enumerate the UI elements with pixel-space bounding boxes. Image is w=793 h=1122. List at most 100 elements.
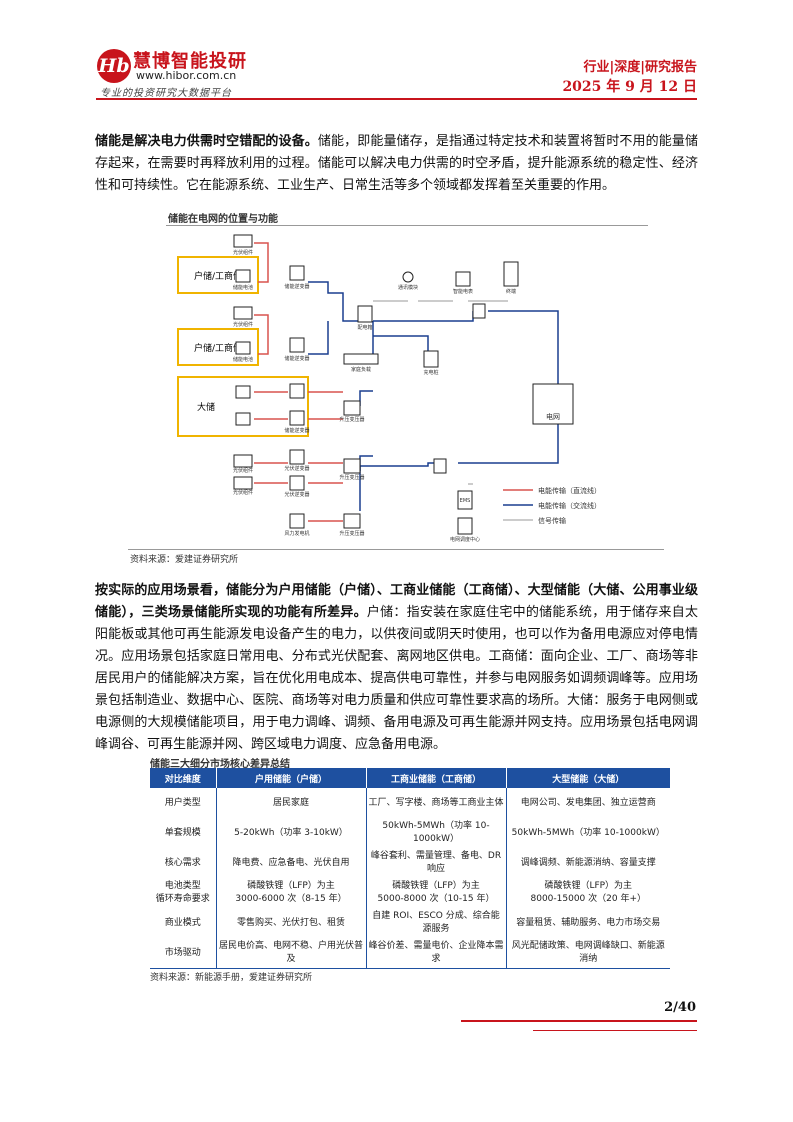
figure-title: 储能在电网的位置与功能 <box>168 214 278 225</box>
table-cell: 自建 ROI、ESCO 分成、综合能源服务 <box>366 908 507 938</box>
inverter-icon <box>289 337 305 353</box>
terminal-icon <box>503 261 519 287</box>
distribution-box-icon <box>357 305 373 323</box>
device-icons <box>233 234 574 535</box>
site-url[interactable]: www.hibor.com.cn <box>136 69 237 82</box>
paragraph-intro: 储能是解决电力供需时空错配的设备。储能，即能量储存，是指通过特定技术和装置将暂时… <box>95 131 698 197</box>
label-terminal: 终端 <box>506 288 516 295</box>
table-cell: 磷酸铁锂（LFP）为主 5000-8000 次（10-15 年） <box>366 878 507 908</box>
transformer-icon <box>343 458 361 474</box>
table-cell: 容量租赁、辅助服务、电力市场交易 <box>516 917 661 928</box>
paragraph-categories: 按实际的应用场景看，储能分为户用储能（户储）、工商业储能（工商储）、大型储能（大… <box>95 580 698 756</box>
inverter-icon <box>289 383 305 399</box>
legend-signal-label: 信号传输 <box>538 516 566 525</box>
home-load-icon <box>343 353 379 365</box>
table-cell: 居民电价高、电网不稳、户用光伏普及 <box>216 938 367 969</box>
comm-module-icon <box>402 271 414 283</box>
label-battery-2: 储能电池 <box>233 356 253 363</box>
table-header-cell: 工商业储能（工商储） <box>366 768 507 788</box>
label-smart-meter: 智能电表 <box>453 288 473 295</box>
table-row: 核心需求降电费、应急备电、光伏自用峰谷套利、需量管理、备电、DR 响应 调峰调频、… <box>150 848 670 878</box>
label-inverter-1: 储能逆变器 <box>284 283 309 290</box>
signal-lines <box>373 300 508 485</box>
table-cell: 调峰调频、新能源消纳、容量支撑 <box>520 857 656 868</box>
paragraph-intro-lead: 储能是解决电力供需时空错配的设备。 <box>95 134 318 149</box>
table-cell: 5-20kWh（功率 3-10kW） <box>216 818 367 848</box>
table-row-label: 核心需求 <box>150 848 217 878</box>
label-inverter-2: 储能逆变器 <box>284 355 309 362</box>
table-cell: 风光配储政策、电网调峰缺口、新能源消纳 <box>506 938 670 969</box>
label-wind: 风力发电机 <box>284 530 309 537</box>
table-row-label: 用户类型 <box>150 788 217 818</box>
label-transformer-3: 升压变压器 <box>339 530 364 537</box>
battery-icon <box>235 269 251 283</box>
label-distribution-box: 配电箱 <box>357 324 372 331</box>
transformer-icon <box>343 400 361 416</box>
table-cell: 电网公司、发电集团、独立运营商 <box>520 797 656 808</box>
label-comm-module: 通讯模块 <box>398 284 418 291</box>
pv-inverter-icon <box>289 475 305 491</box>
table-header-cell: 大型储能（大储） <box>506 768 670 788</box>
pv-panel-icon <box>233 234 253 248</box>
table-cell: 峰谷套利、需量管理、备电、DR 响应 <box>366 848 507 878</box>
pv-panel-icon <box>233 476 253 490</box>
table-source: 资料来源：新能源手册，爱建证券研究所 <box>150 973 313 983</box>
report-date: 2025 年 9 月 12 日 <box>562 79 697 95</box>
label-inverter-3: 储能逆变器 <box>284 427 309 434</box>
ems-icon <box>457 490 473 510</box>
table-cell: 降电费、应急备电、光伏自用 <box>216 848 367 878</box>
paragraph-intro-text: 储能，即能量储存，是指通过特定技术和装置将暂时不用的能量储存起来，在需要时再释放… <box>95 134 698 193</box>
table-cell: 50kWh-5MWh（功率 10-1000kW） <box>511 827 665 838</box>
table-cell: 工厂、写字楼、商场等工商业主体 <box>366 788 507 818</box>
paragraph-categories-lead: 按实际的应用场景看，储能分为户用储能（户储）、工商业储能（工商储）、大型储能（大… <box>95 583 698 620</box>
slogan: 专业的投资研究大数据平台 <box>100 88 232 99</box>
figure-source: 资料来源：爱建证券研究所 <box>130 555 239 565</box>
table-header-cell: 户用储能（户储） <box>216 768 367 788</box>
table-row-label: 商业模式 <box>150 908 217 938</box>
table-cell: 零售购买、光伏打包、租赁 <box>216 908 367 938</box>
logo-icon: Hb <box>97 49 131 83</box>
pv-inverter-icon <box>289 449 305 465</box>
table-cell: 峰谷价差、需量电价、企业降本需求 <box>366 938 507 969</box>
label-pv-3: 光伏组件 <box>233 467 253 474</box>
paragraph-categories-text: 户储：指安装在家庭住宅中的储能系统，用于储存来自太阳能板或其他可再生能源发电设备… <box>95 605 698 752</box>
group-label-3: 大储 <box>197 401 215 413</box>
label-grid: 电网 <box>546 412 560 421</box>
label-ems: EMS <box>460 498 471 504</box>
table-body: 用户类型居民家庭工厂、写字楼、商场等工商业主体 电网公司、发电集团、独立运营商单套… <box>150 788 670 969</box>
legend-dc-label: 电能传输（直流线） <box>538 486 601 495</box>
battery-icon <box>235 385 251 399</box>
footer-rule-1 <box>461 1020 697 1022</box>
charging-pile-icon <box>423 350 439 368</box>
table-header-row: 对比维度户用储能（户储）工商业储能（工商储）大型储能（大储） <box>150 768 670 788</box>
table-cell: 居民家庭 <box>216 788 367 818</box>
figure-title-rule <box>166 225 648 226</box>
table-row: 商业模式零售购买、光伏打包、租赁自建 ROI、ESCO 分成、综合能源服务容量租… <box>150 908 670 938</box>
brand-name: 慧博智能投研 <box>133 51 247 72</box>
label-transformer-2: 升压变压器 <box>339 474 364 481</box>
table-row: 电池类型 循环寿命要求磷酸铁锂（LFP）为主 3000-6000 次（8-15 … <box>150 878 670 908</box>
table-cell: 磷酸铁锂（LFP）为主 8000-15000 次（20 年+） <box>530 881 647 904</box>
dc-lines <box>254 242 343 522</box>
report-type: 行业|深度|研究报告 <box>583 60 698 75</box>
legend-ac-label: 电能传输（交流线） <box>538 501 601 510</box>
group-box-3 <box>177 376 309 437</box>
group-box-1 <box>177 256 259 294</box>
meter-icon <box>433 458 447 474</box>
label-pv-inverter-2: 光伏逆变器 <box>284 491 309 498</box>
wind-turbine-icon <box>289 513 305 529</box>
page-number: 2/40 <box>664 1000 696 1015</box>
group-label-2: 户储/工商储 <box>194 342 242 354</box>
table-header-cell: 对比维度 <box>150 768 217 788</box>
group-box-2 <box>177 328 259 366</box>
transformer-icon <box>343 513 361 529</box>
table-cell: 磷酸铁锂（LFP）为主 3000-6000 次（8-15 年） <box>216 878 367 908</box>
footer-rule-2 <box>533 1030 697 1031</box>
header-divider <box>96 98 697 100</box>
grid-position-diagram: 户储/工商储 户储/工商储 大储 <box>177 234 601 543</box>
label-pv-1: 光伏组件 <box>233 249 253 256</box>
label-battery-1: 储能电池 <box>233 284 253 291</box>
battery-icon <box>235 412 251 426</box>
inverter-icon <box>289 265 305 281</box>
